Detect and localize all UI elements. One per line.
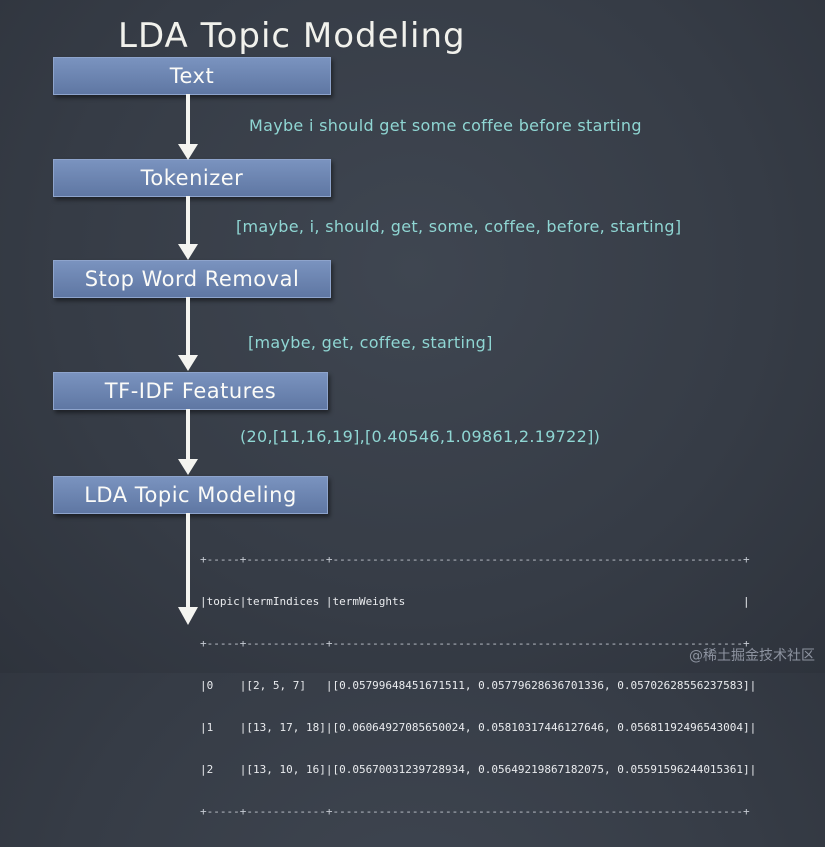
- diagram-title: LDA Topic Modeling: [118, 16, 466, 56]
- step-tf-idf-features-box: TF-IDF Features: [53, 372, 328, 410]
- diagram-canvas: LDA Topic Modeling Text Tokenizer Stop W…: [53, 16, 815, 818]
- table-border: +-----+------------+--------------------…: [200, 805, 750, 818]
- table-border: +-----+------------+--------------------…: [200, 553, 750, 566]
- annotation-tokens: [maybe, i, should, get, some, coffee, be…: [236, 217, 682, 236]
- topics-output-table: +-----+------------+--------------------…: [200, 525, 756, 847]
- table-row: |2 |[13, 10, 16]|[0.05670031239728934, 0…: [200, 763, 757, 776]
- annotation-filtered-tokens: [maybe, get, coffee, starting]: [248, 333, 493, 352]
- arrow-down-icon: [178, 409, 198, 475]
- step-tokenizer-box: Tokenizer: [53, 159, 331, 197]
- arrow-down-icon: [178, 513, 198, 625]
- table-header: |topic|termIndices |termWeights |: [200, 595, 750, 608]
- table-border: +-----+------------+--------------------…: [200, 637, 750, 650]
- annotation-tfidf-vector: (20,[11,16,19],[0.40546,1.09861,2.19722]…: [240, 427, 601, 446]
- step-text-box: Text: [53, 57, 331, 95]
- step-stop-word-removal-box: Stop Word Removal: [53, 260, 331, 298]
- arrow-down-icon: [178, 297, 198, 371]
- table-row: |0 |[2, 5, 7] |[0.05799648451671511, 0.0…: [200, 679, 757, 692]
- annotation-raw-text: Maybe i should get some coffee before st…: [249, 116, 642, 135]
- table-row: |1 |[13, 17, 18]|[0.06064927085650024, 0…: [200, 721, 757, 734]
- arrow-down-icon: [178, 196, 198, 260]
- step-lda-topic-modeling-box: LDA Topic Modeling: [53, 476, 328, 514]
- watermark: @稀土掘金技术社区: [689, 648, 815, 664]
- arrow-down-icon: [178, 94, 198, 160]
